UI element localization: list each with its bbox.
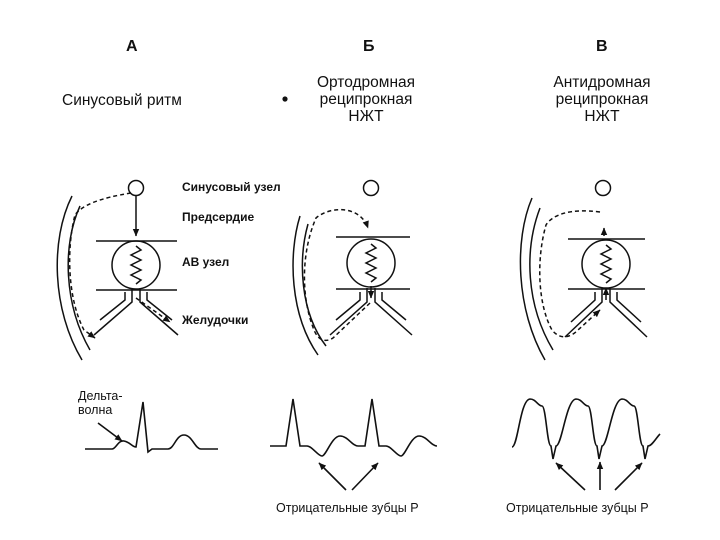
av-zigzag-c [599, 244, 613, 284]
label-ventricles: Желудочки [182, 313, 249, 327]
panel-title-b-line3: НЖТ [348, 108, 384, 125]
bullet-dot [282, 96, 288, 102]
av-node-circle-c [581, 239, 631, 289]
panel-letter-c: В [596, 38, 608, 55]
ecg-trace-a [85, 401, 218, 454]
ventricle-left-inner-b [329, 288, 368, 336]
ventricle-left-inner-c [564, 288, 603, 338]
panel-title-b-line1: Ортодромная [316, 74, 416, 91]
ventricle-right-inner-a [139, 289, 179, 336]
panel-title-b-line2: реципрокная [319, 91, 413, 108]
panel-letter-a: А [126, 38, 138, 55]
accessory-pathway-inner-a [67, 205, 91, 351]
delta-wave-label-line1: Дельта- [78, 389, 123, 403]
delta-wave-arrow [97, 422, 123, 442]
dashed-circuit-b [303, 208, 371, 342]
ventricle-left-outer-b [335, 292, 361, 321]
panel-title-c-line2: реципрокная [555, 91, 649, 108]
ventricle-right-outer-a [146, 292, 173, 321]
sinus-node-a [127, 179, 145, 197]
delta-wave-label: Дельта- волна [78, 389, 123, 417]
delta-wave-label-line2: волна [78, 403, 113, 417]
ventricle-right-inner-c [609, 288, 648, 338]
label-sinus-node: Синусовый узел [182, 180, 281, 194]
negative-p-arrow-b-right [351, 462, 379, 491]
ventricle-right-outer-b [381, 292, 407, 321]
dashed-circuit-c [539, 210, 601, 338]
sinus-node-b [362, 179, 380, 197]
negative-p-arrow-c-right [614, 462, 643, 491]
dashed-path-accessory-a [68, 192, 132, 339]
ecg-trace-c [511, 398, 661, 460]
ventricle-left-inner-a [93, 289, 133, 336]
label-av-node: АВ узел [182, 255, 230, 269]
ventricle-right-inner-b [374, 288, 413, 336]
panel-title-c-line3: НЖТ [584, 108, 620, 125]
ventricle-right-outer-c [616, 292, 642, 323]
sinus-node-c [594, 179, 612, 197]
panel-title-c-line1: Антидромная [553, 74, 651, 91]
panel-title-a: Синусовый ритм [62, 92, 182, 109]
accessory-pathway-inner-b [301, 223, 327, 347]
accessory-pathway-outer-c [519, 197, 546, 361]
dashed-path-ventricle-a [135, 297, 171, 323]
label-atrium: Предсердие [182, 210, 255, 224]
negative-p-arrow-b-left [318, 462, 347, 491]
av-node-circle-b [346, 238, 396, 288]
panel-title-c: Антидромная реципрокная НЖТ [540, 74, 664, 125]
heart-schematic-a [56, 179, 179, 361]
accessory-pathway-outer-b [292, 215, 319, 356]
heart-schematic-c [519, 179, 648, 361]
negative-p-caption-b: Отрицательные зубцы P [276, 501, 419, 515]
accessory-pathway-outer-a [56, 195, 83, 361]
panel-title-b: Ортодромная реципрокная НЖТ [305, 74, 427, 125]
panel-letter-b: Б [363, 38, 375, 55]
av-zigzag-a [129, 245, 143, 285]
negative-p-arrow-c-left [555, 462, 586, 491]
ventricle-left-outer-a [99, 292, 126, 321]
heart-schematic-b [292, 179, 413, 356]
negative-p-caption-c: Отрицательные зубцы P [506, 501, 649, 515]
accessory-pathway-inner-c [529, 207, 554, 351]
ecg-trace-b [270, 398, 438, 457]
av-zigzag-b [364, 243, 378, 283]
ventricle-left-outer-c [570, 292, 596, 323]
av-node-circle-a [111, 240, 161, 290]
